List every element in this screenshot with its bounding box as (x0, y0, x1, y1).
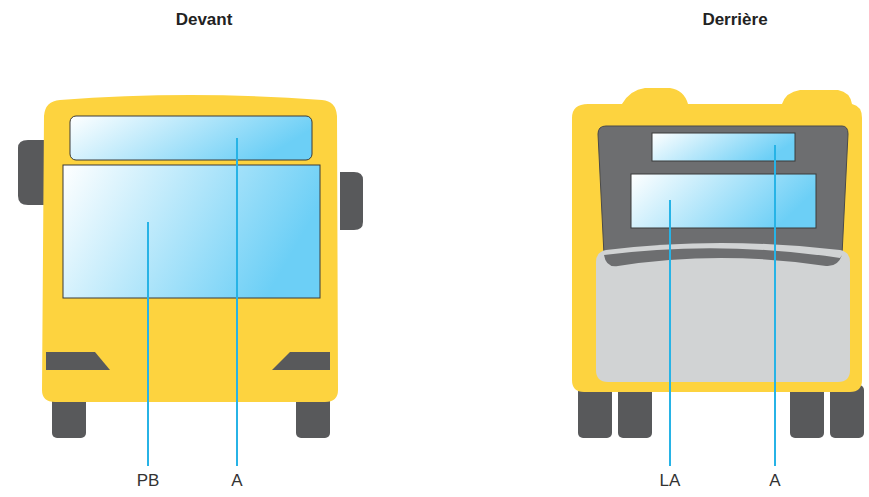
part-label: LA (660, 471, 681, 491)
leader-line (669, 200, 671, 466)
destination-window (70, 116, 312, 160)
part-label: A (769, 471, 780, 491)
rear-panel-edge (604, 248, 842, 266)
leader-line (774, 145, 776, 466)
headlight (272, 352, 330, 370)
engine-cover (596, 243, 850, 382)
view-title: Devant (176, 10, 233, 30)
part-label: PB (137, 471, 160, 491)
mirror (340, 172, 363, 230)
bus-body (42, 95, 338, 402)
part-label: A (231, 471, 242, 491)
view-title: Derrière (702, 10, 767, 30)
destination-window (652, 133, 795, 161)
wheel (830, 385, 864, 438)
rear-window (631, 174, 816, 228)
headlight (46, 352, 110, 370)
windshield (63, 165, 320, 298)
wheel (618, 385, 652, 438)
mirror (18, 140, 45, 205)
wheel (790, 385, 824, 438)
leader-lines (148, 138, 775, 466)
leader-line (236, 138, 238, 466)
front-bus (18, 95, 363, 438)
back-bus (572, 88, 864, 438)
leader-line (147, 222, 149, 466)
bus-body (572, 88, 862, 392)
wheel (578, 385, 612, 438)
